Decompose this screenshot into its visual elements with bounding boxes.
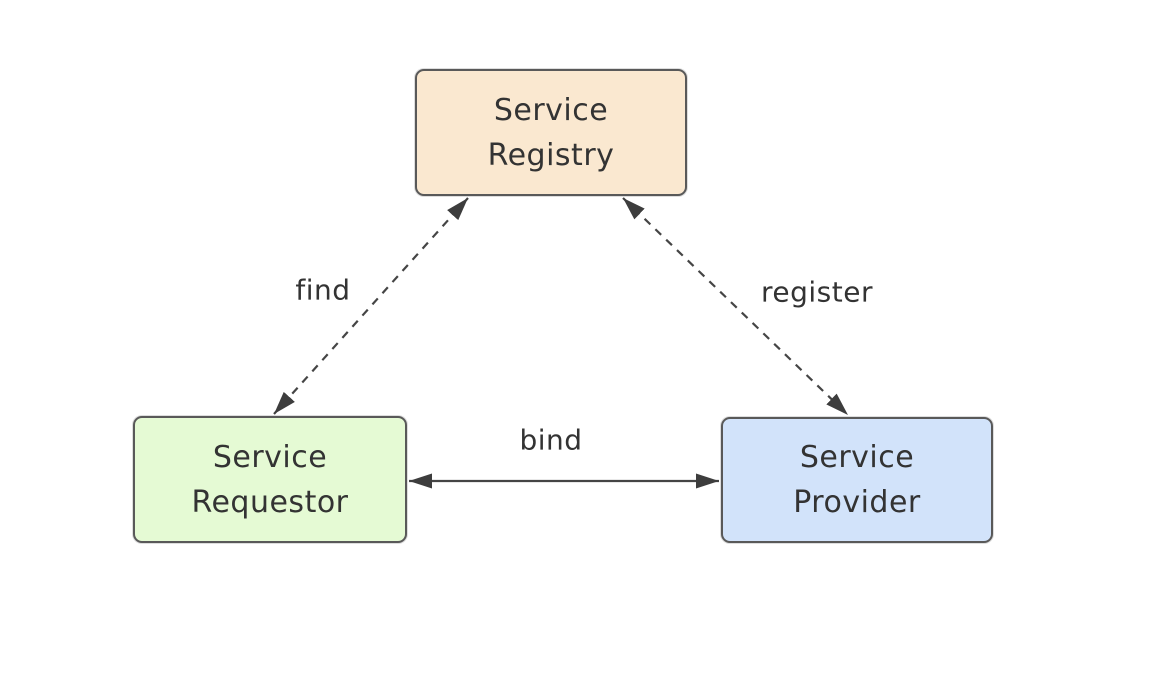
node-label-line: Service xyxy=(493,92,609,128)
register-edge-line xyxy=(622,197,849,416)
edge-label-register: register xyxy=(761,275,873,309)
node-label-line: Service xyxy=(212,439,328,475)
node-service-provider: Service Provider xyxy=(721,417,993,543)
node-label-line: Registry xyxy=(487,137,615,173)
edge-label-find: find xyxy=(295,273,351,307)
node-label-line: Requestor xyxy=(191,484,349,520)
edge-label-bind: bind xyxy=(519,423,583,457)
node-service-registry: Service Registry xyxy=(415,69,687,196)
node-label-line: Provider xyxy=(793,485,921,520)
node-label-line: Service xyxy=(799,440,915,475)
find-edge-line xyxy=(273,197,469,415)
node-service-requestor: Service Requestor xyxy=(133,416,407,543)
